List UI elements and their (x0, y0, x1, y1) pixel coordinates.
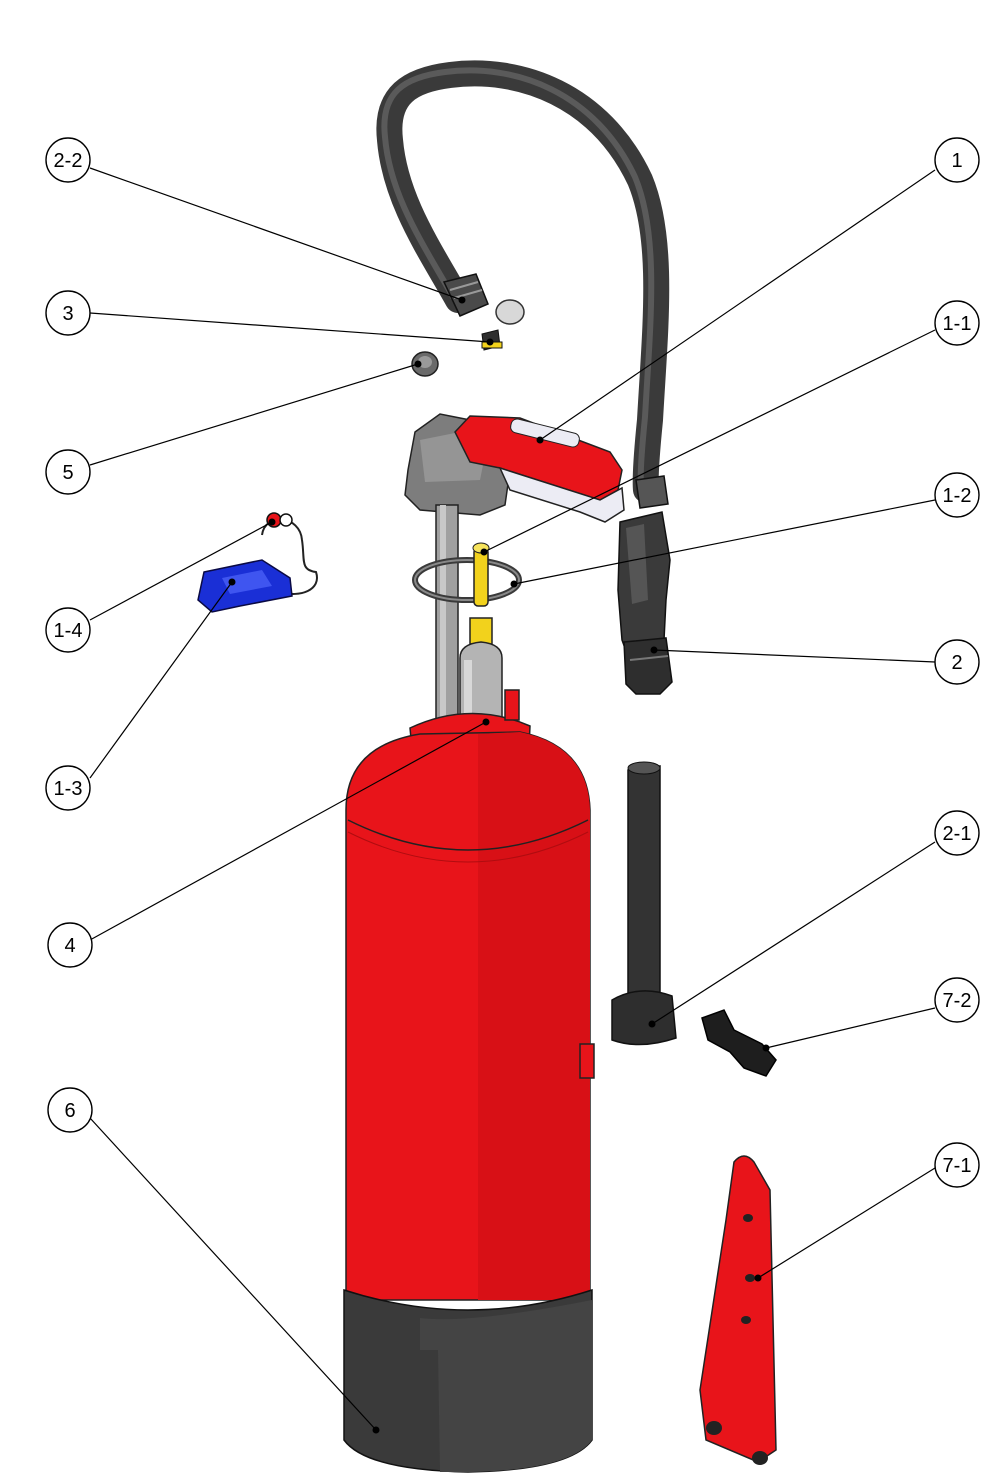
wall-bracket-part (699, 1155, 777, 1465)
callout-6: 6 (47, 1087, 93, 1133)
callout-label: 1-1 (943, 313, 972, 335)
callout-label: 2-2 (54, 150, 83, 172)
callout-7-2: 7-2 (934, 977, 980, 1023)
nozzle-part (617, 511, 673, 695)
callout-1-2: 1-2 (934, 472, 980, 518)
leader-lines (89, 167, 936, 1434)
callout-label: 1-2 (943, 485, 972, 507)
callout-label: 5 (62, 462, 73, 484)
o-ring-part (412, 557, 522, 603)
callout-2: 2 (934, 639, 980, 685)
hose-end-fitting (442, 273, 489, 317)
callout-4: 4 (47, 922, 93, 968)
callout-1-4: 1-4 (45, 607, 91, 653)
callout-3: 3 (45, 290, 91, 336)
cap-part-5 (411, 351, 439, 377)
bracket-clip-part (701, 1009, 777, 1077)
callout-label: 1 (951, 150, 962, 172)
safety-pin-clip (197, 512, 318, 613)
callout-label: 4 (64, 935, 75, 957)
callout-label: 7-2 (943, 990, 972, 1012)
callout-5: 5 (45, 449, 91, 495)
hose-part (376, 60, 670, 509)
callout-1-3: 1-3 (45, 765, 91, 811)
callout-label: 1-3 (54, 778, 83, 800)
callout-2-1: 2-1 (934, 810, 980, 856)
callout-label: 6 (64, 1100, 75, 1122)
callout-label: 1-4 (54, 620, 83, 642)
callout-label: 3 (62, 303, 73, 325)
callout-1-1: 1-1 (934, 300, 980, 346)
callout-label: 7-1 (943, 1155, 972, 1177)
nozzle-holder-part (611, 761, 677, 1046)
extinguisher-body (343, 689, 595, 1473)
callout-label: 2-1 (943, 823, 972, 845)
callout-1: 1 (934, 137, 980, 183)
brass-valve-part (472, 542, 490, 607)
callout-label: 2 (951, 652, 962, 674)
callout-7-1: 7-1 (934, 1142, 980, 1188)
valve-head-part (404, 413, 625, 776)
callout-2-2: 2-2 (45, 137, 91, 183)
